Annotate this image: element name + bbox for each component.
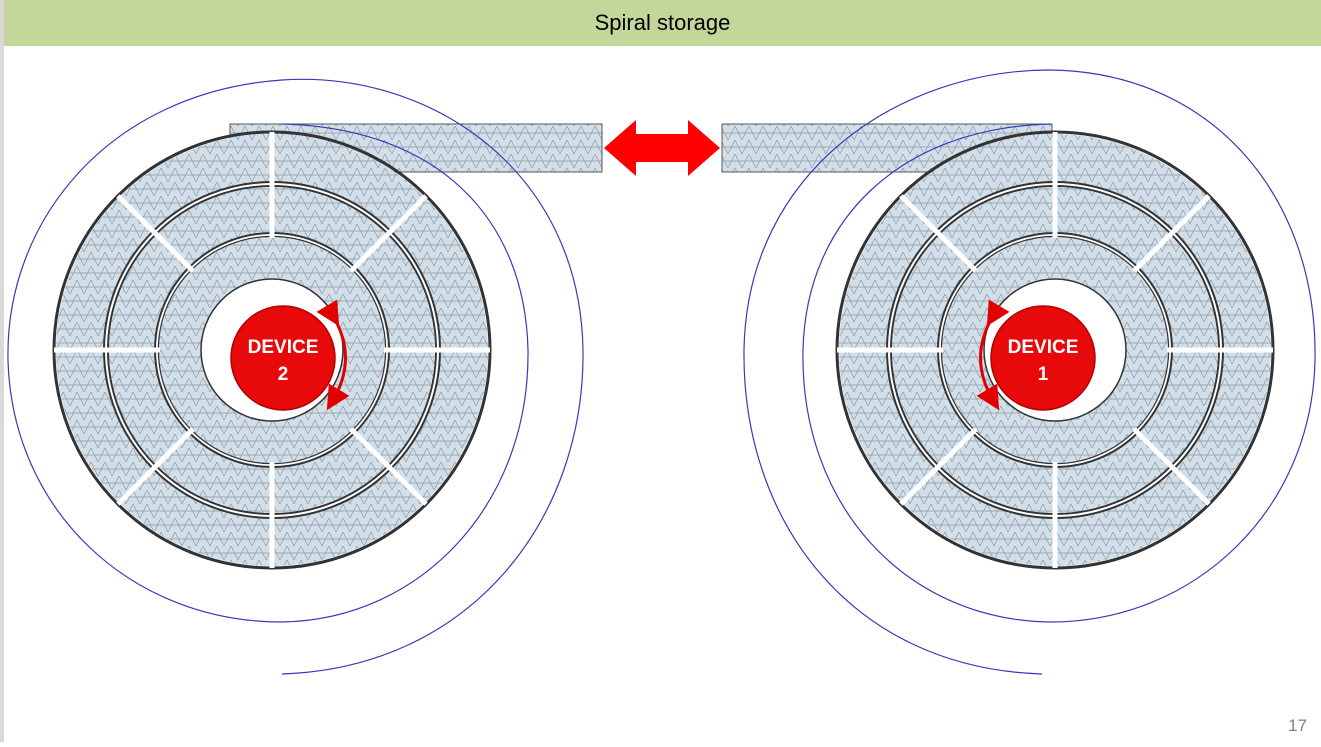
spiral-storage-diagram: DEVICE 2 <box>0 46 1321 742</box>
page-number: 17 <box>1288 716 1307 735</box>
device-2-hub <box>230 305 336 411</box>
device-1-hub <box>990 305 1096 411</box>
spiral-right: DEVICE 1 <box>743 69 1316 675</box>
device-1-label-line1: DEVICE <box>1008 337 1079 358</box>
device-2-label-line2: 2 <box>278 364 289 385</box>
right-inner-ring <box>942 237 1168 463</box>
left-segment-gaps <box>54 132 490 568</box>
slide-left-edge <box>0 0 4 742</box>
right-spiral-guide <box>743 69 1316 675</box>
spiral-left: DEVICE 2 <box>7 78 584 675</box>
device-1-rotation-arrow-icon <box>976 299 1010 411</box>
device-1-label-line2: 1 <box>1038 364 1049 385</box>
slide-title: Spiral storage <box>594 10 731 35</box>
device-2-rotation-arrow-icon <box>316 299 350 411</box>
left-inner-ring <box>159 237 385 463</box>
device-2-label-line1: DEVICE <box>248 337 319 358</box>
left-spiral-guide <box>7 78 584 675</box>
title-bar: Spiral storage <box>4 0 1321 46</box>
transfer-double-arrow-icon <box>604 120 720 176</box>
diagram-svg: DEVICE 2 <box>7 69 1316 675</box>
right-segment-gaps <box>837 132 1273 568</box>
